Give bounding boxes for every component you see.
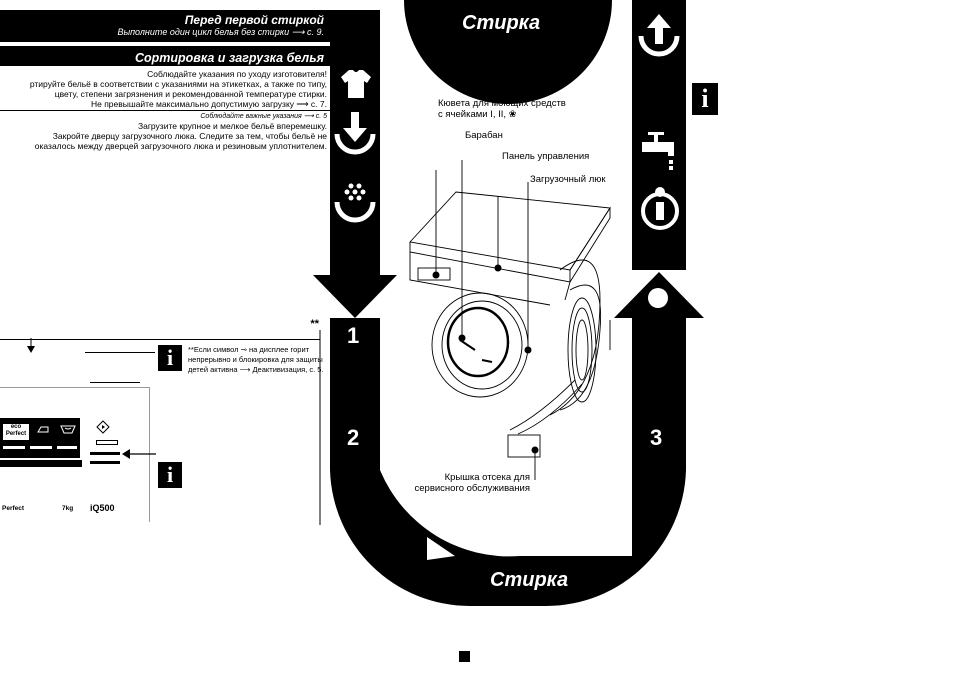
label-service-cover: Крышка отсека для сервисного обслуживани… — [400, 472, 530, 494]
unload-arrow-icon — [638, 14, 680, 57]
left-arrow-icon — [122, 449, 156, 459]
washing-machine-drawing — [409, 160, 611, 480]
header-bar: Перед первой стиркой Выполните один цикл… — [0, 10, 330, 42]
sorting-line: Загрузите крупное и мелкое бельё впереме… — [137, 121, 327, 131]
note-line: **Если символ ⊸ на дисплее горит — [188, 345, 310, 354]
label-dispenser: Кювета для моющих средств с ячейками I, … — [438, 98, 566, 120]
sorting-line: Закройте дверцу загрузочного люка. Следи… — [52, 131, 327, 141]
dot-icon — [648, 288, 668, 308]
start-pause-icon — [96, 420, 110, 434]
note-line: непрерывно и блокировка для защиты — [188, 355, 323, 364]
sorting-line: цвету, степени загрязнения и рекомендова… — [54, 89, 327, 99]
header-title: Перед первой стиркой — [184, 13, 324, 27]
shirt-icon — [341, 70, 371, 98]
sorting-paragraph-2: Соблюдайте важные указания ⟶ с. 5 Загруз… — [0, 112, 327, 151]
label-control-panel: Панель управления — [502, 151, 590, 162]
sorting-paragraph-1: Соблюдайте указания по уходу изготовител… — [0, 69, 327, 109]
step-number-1: 1 — [347, 323, 360, 348]
sorting-line: Не превышайте максимально допустимую заг… — [90, 99, 327, 109]
label-line: Кювета для моющих средств — [438, 98, 566, 109]
label-line: Крышка отсека для — [444, 472, 530, 483]
water-tap-icon — [642, 132, 674, 170]
panel-kg-label: 7kg — [62, 505, 74, 512]
info-circle-icon — [641, 187, 679, 230]
label-line: сервисного обслуживания — [414, 483, 530, 494]
sorting-line: оказалось между дверцей загрузочного люк… — [34, 141, 327, 151]
sorting-line: ртируйте бельё в соответствии с указания… — [29, 79, 327, 89]
basin-icon — [60, 425, 76, 434]
info-icon: i — [158, 462, 182, 488]
load-laundry-icon — [334, 112, 376, 155]
iron-icon — [37, 426, 49, 433]
info-icon: i — [158, 345, 182, 371]
label-door: Загрузочный люк — [530, 174, 606, 185]
child-lock-note: **Если символ ⊸ на дисплее горит непреры… — [188, 345, 324, 375]
step-number-3: 3 — [650, 425, 663, 450]
loop-bottom-title: Стирка — [490, 569, 569, 591]
detergent-icon — [334, 183, 376, 223]
sorting-title: Сортировка и загрузка белья — [134, 51, 324, 65]
loop-top-title: Стирка — [462, 12, 541, 34]
info-icon: i — [692, 83, 718, 115]
important-note-lead: Соблюдайте важные указания ⟶ с. 5 — [200, 113, 327, 120]
sorting-line: Соблюдайте указания по уходу изготовител… — [147, 69, 327, 79]
footnote-stars: ** — [310, 318, 319, 330]
step-number-2: 2 — [347, 425, 360, 450]
sorting-title-bar: Сортировка и загрузка белья — [0, 46, 330, 66]
label-line: с ячейками I, II, ❀ — [438, 109, 517, 120]
label-drum: Барабан — [465, 130, 503, 141]
page-marker — [459, 651, 470, 662]
panel-perfect-label: Perfect — [2, 505, 25, 512]
panel-model-label: iQ500 — [90, 503, 115, 513]
note-line: детей активна ⟶ Деактивизация, с. 5. — [188, 365, 324, 374]
header-subtitle: Выполните один цикл белья без стирки ⟶ с… — [117, 27, 324, 37]
